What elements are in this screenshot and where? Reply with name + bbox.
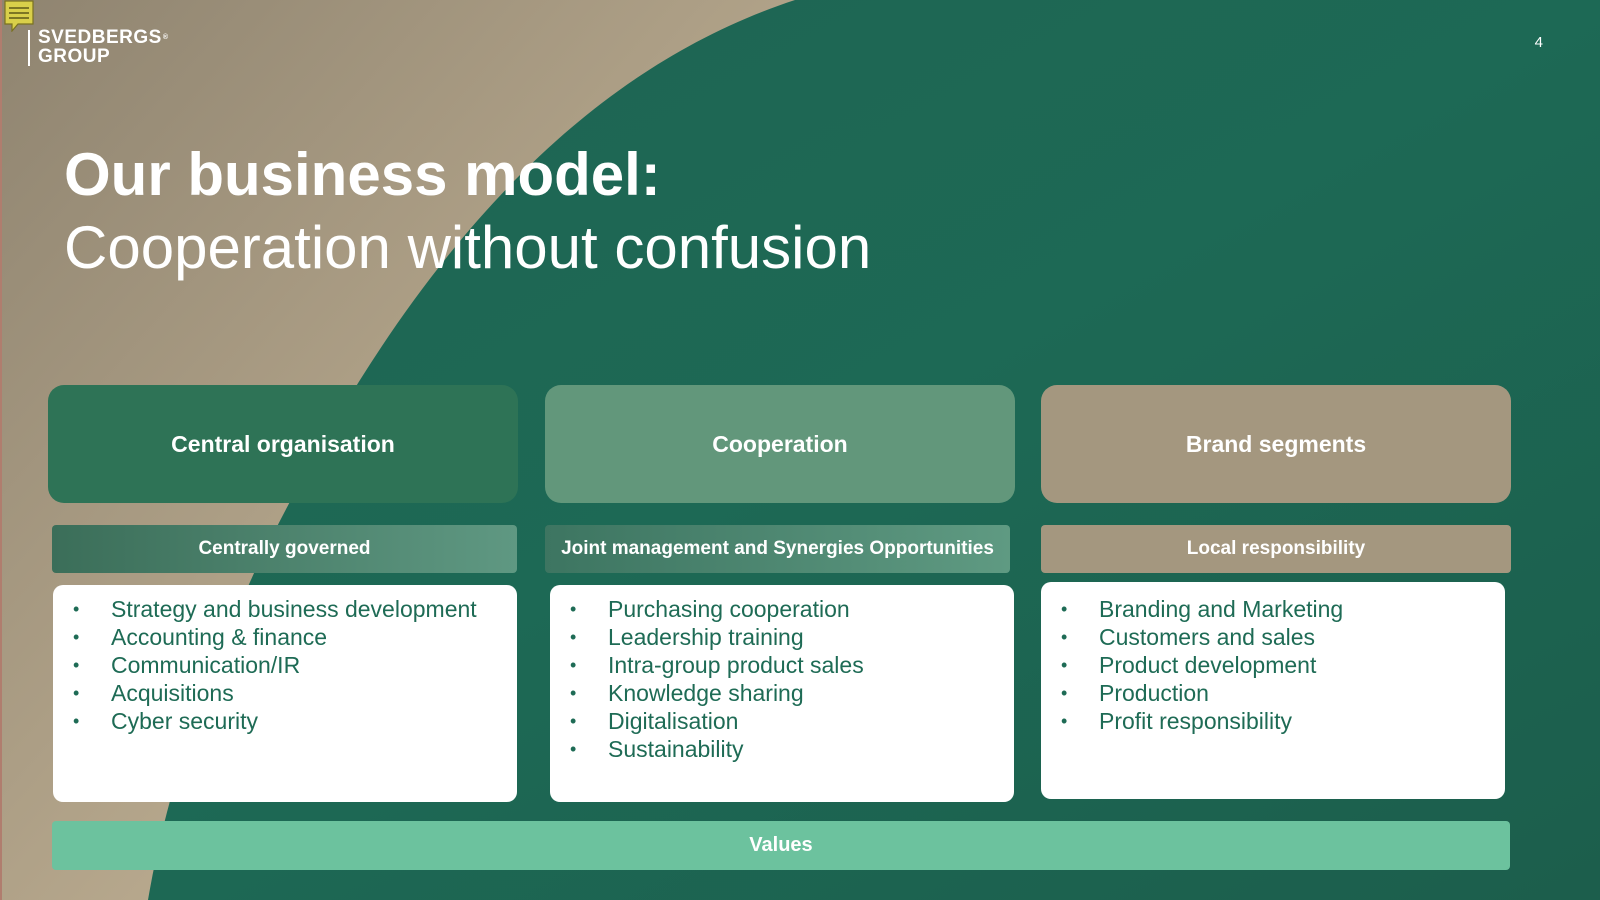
column-header-central-organisation: Central organisation [48,385,518,503]
list-item: Branding and Marketing [1041,595,1505,623]
list-item: Strategy and business development [53,595,517,623]
logo-line-2: GROUP [38,46,111,67]
list-box-central-organisation: Strategy and business development Accoun… [53,585,517,802]
subheader-local-responsibility: Local responsibility [1041,525,1511,573]
list-item: Profit responsibility [1041,707,1505,735]
column-header-cooperation: Cooperation [545,385,1015,503]
values-bar: Values [52,821,1510,870]
list-item: Digitalisation [550,707,1014,735]
list-item: Leadership training [550,623,1014,651]
subheader-centrally-governed: Centrally governed [52,525,517,573]
logo-line-1: SVEDBERGS [38,27,162,48]
subheader-joint-management: Joint management and Synergies Opportuni… [545,525,1010,573]
list-item: Product development [1041,651,1505,679]
slide-title: Our business model: Cooperation without … [64,140,871,286]
list-item: Acquisitions [53,679,517,707]
list-box-brand-segments: Branding and Marketing Customers and sal… [1041,582,1505,799]
comment-note-icon[interactable] [4,0,34,32]
list-item: Accounting & finance [53,623,517,651]
list-box-cooperation: Purchasing cooperation Leadership traini… [550,585,1014,802]
list-item: Cyber security [53,707,517,735]
list-item: Sustainability [550,735,1014,763]
list-item: Communication/IR [53,651,517,679]
list-item: Production [1041,679,1505,707]
company-logo: SVEDBERGS® GROUP [28,28,168,66]
column-header-brand-segments: Brand segments [1041,385,1511,503]
list-item: Customers and sales [1041,623,1505,651]
list-item: Purchasing cooperation [550,595,1014,623]
page-number: 4 [1534,34,1543,51]
list-item: Knowledge sharing [550,679,1014,707]
list-item: Intra-group product sales [550,651,1014,679]
logo-text: SVEDBERGS® GROUP [38,27,169,67]
logo-bar [28,30,30,66]
title-line-2: Cooperation without confusion [64,214,872,281]
title-line-1: Our business model: [64,141,661,208]
